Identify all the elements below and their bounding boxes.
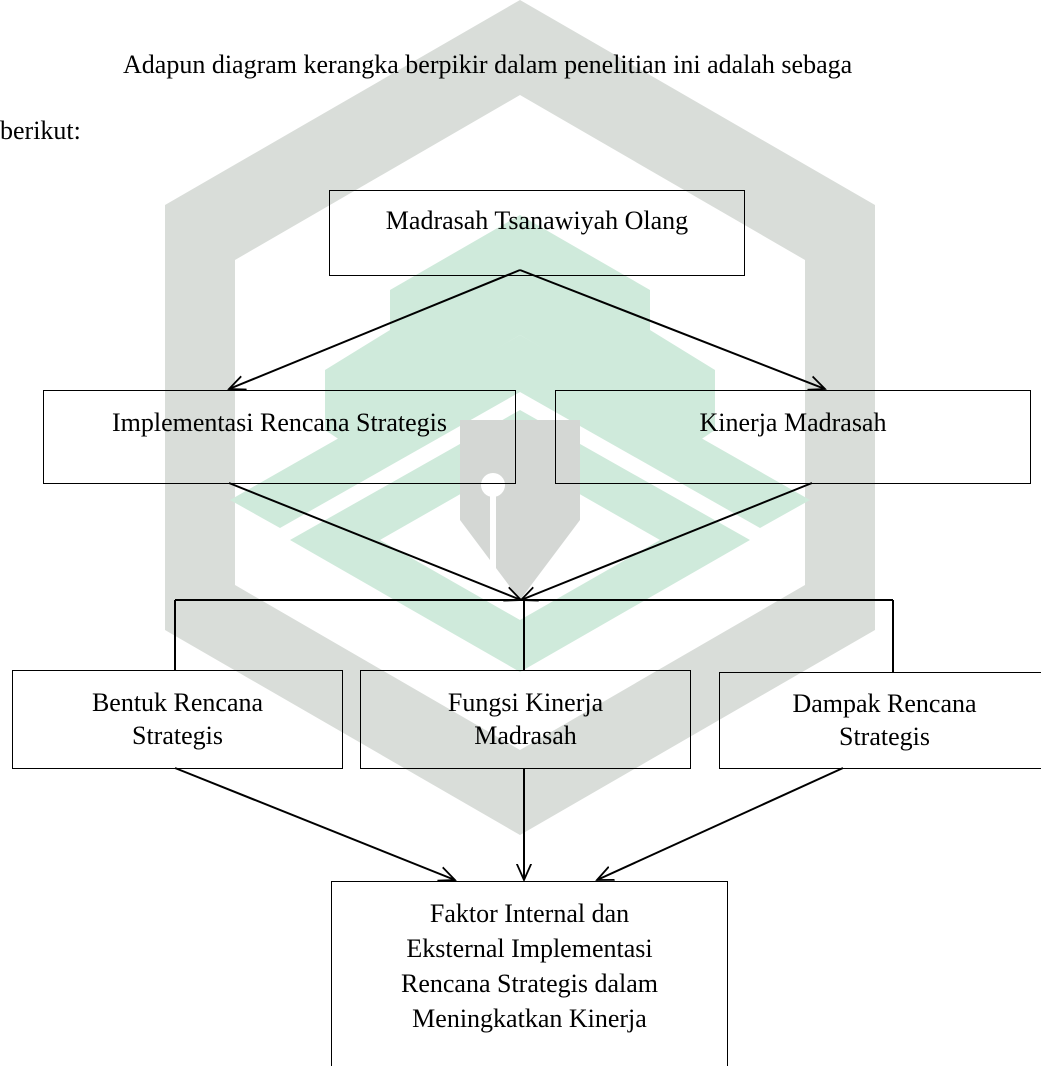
- node-fungsi: Fungsi Kinerja Madrasah: [360, 670, 691, 769]
- arrow-root-to-implementasi: [229, 269, 521, 389]
- node-faktor: Faktor Internal dan Eksternal Implementa…: [331, 881, 728, 1066]
- node-implementasi: Implementasi Rencana Strategis: [43, 390, 516, 484]
- node-root: Madrasah Tsanawiyah Olang: [329, 190, 745, 276]
- node-fungsi-label: Fungsi Kinerja Madrasah: [447, 688, 604, 750]
- node-bentuk: Bentuk Rencana Strategis: [12, 670, 343, 769]
- watermark-arch: [325, 215, 715, 440]
- node-implementasi-label: Implementasi Rencana Strategis: [111, 408, 447, 437]
- node-dampak: Dampak Rencana Strategis: [719, 672, 1041, 769]
- node-root-label: Madrasah Tsanawiyah Olang: [385, 206, 689, 235]
- arrow-kinerja-to-junction: [521, 482, 813, 600]
- node-dampak-label: Dampak Rencana Strategis: [792, 689, 977, 751]
- node-faktor-label: Faktor Internal dan Eksternal Implementa…: [400, 899, 659, 1034]
- watermark-chevron-2: [290, 410, 750, 672]
- arrow-root-to-kinerja: [519, 269, 825, 389]
- node-kinerja-label: Kinerja Madrasah: [699, 408, 887, 437]
- node-kinerja: Kinerja Madrasah: [555, 390, 1031, 484]
- node-bentuk-label: Bentuk Rencana Strategis: [91, 688, 264, 750]
- watermark-chevron-1: [230, 335, 810, 528]
- intro-paragraph-line-2: berikut:: [0, 116, 81, 145]
- arrow-bentuk-to-faktor: [174, 767, 455, 880]
- intro-paragraph-line-1: Adapun diagram kerangka berpikir dalam p…: [123, 50, 853, 79]
- arrow-dampak-to-faktor: [597, 767, 844, 880]
- arrow-implementasi-to-junction: [228, 482, 521, 600]
